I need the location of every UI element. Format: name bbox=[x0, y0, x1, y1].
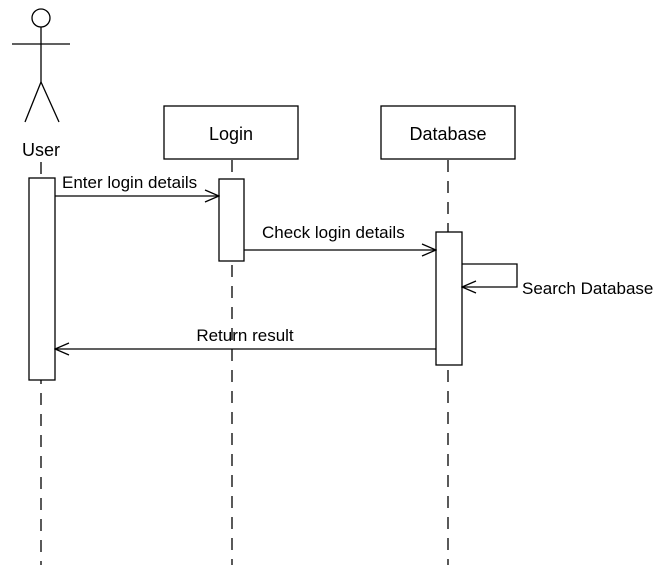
participant-login-label: Login bbox=[209, 124, 253, 144]
participant-login: Login bbox=[163, 105, 299, 160]
actor-user: User bbox=[12, 8, 70, 160]
activation-database bbox=[435, 231, 463, 366]
participant-database-label: Database bbox=[409, 124, 486, 144]
message-check-login: Check login details bbox=[244, 223, 436, 250]
message-return-result-label: Return result bbox=[196, 326, 294, 345]
message-check-login-label: Check login details bbox=[262, 223, 405, 242]
participant-database-box bbox=[380, 105, 516, 160]
actor-user-label: User bbox=[22, 140, 60, 160]
message-return-result: Return result bbox=[55, 326, 436, 349]
participant-database: Database bbox=[380, 105, 516, 160]
message-search-database-label: Search Database bbox=[522, 279, 653, 298]
message-search-database: Search Database bbox=[462, 263, 653, 298]
activation-user bbox=[28, 177, 56, 381]
actor-left-leg bbox=[24, 81, 42, 123]
actor-head bbox=[31, 8, 51, 28]
actor-right-leg bbox=[40, 81, 60, 123]
participant-login-box bbox=[163, 105, 299, 160]
activation-login bbox=[218, 178, 245, 262]
message-enter-login-label: Enter login details bbox=[62, 173, 197, 192]
message-search-database-arrow bbox=[462, 263, 518, 287]
message-enter-login: Enter login details bbox=[55, 173, 219, 196]
